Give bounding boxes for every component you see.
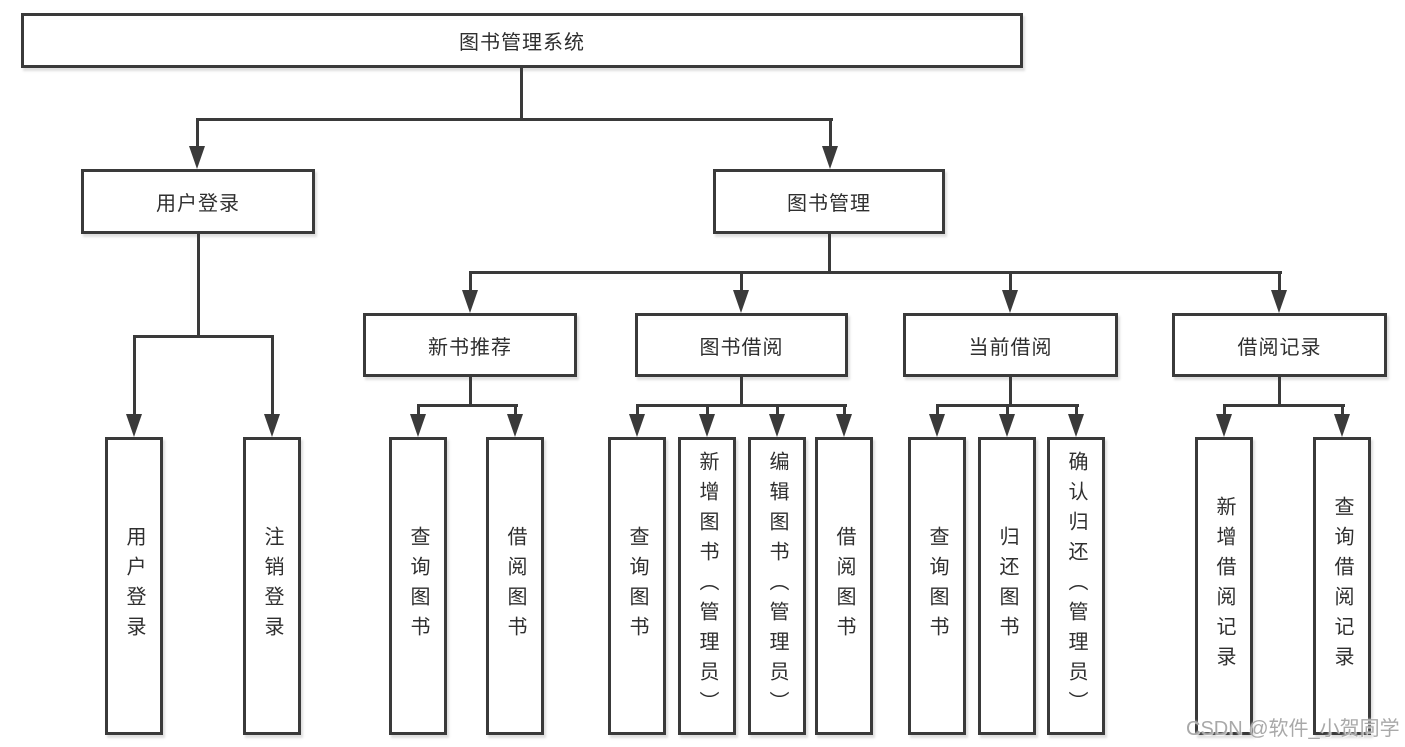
arrowhead-leaf-logout <box>264 414 280 437</box>
connector-book-mgmt-stem <box>828 233 831 273</box>
arrowhead-borrowing-records <box>1271 290 1287 313</box>
arrowhead-add-borrow-record <box>1216 414 1232 437</box>
arrowhead-current-borrowing <box>1002 290 1018 313</box>
connector-arm-user-login <box>196 118 199 149</box>
connector-arm-query-borrow-record <box>1341 404 1344 417</box>
leaf-add-borrow-record-label: 新增借阅记录 <box>1213 496 1235 676</box>
arrowhead-book-management <box>822 146 838 169</box>
leaf-query-books-recommend: 查询图书 <box>389 437 447 735</box>
branch-book-management: 图书管理 <box>713 169 945 234</box>
leaf-return-books: 归还图书 <box>978 437 1036 735</box>
arrowhead-query-borrow-record <box>1334 414 1350 437</box>
arrowhead-borrow-books-recommend <box>507 414 523 437</box>
connector-records-stem <box>1278 377 1281 406</box>
arrowhead-confirm-return-admin <box>1068 414 1084 437</box>
leaf-query-borrow-record-label: 查询借阅记录 <box>1331 496 1353 676</box>
connector-arm-book-management <box>829 118 832 149</box>
connector-recommend-stem <box>469 377 472 406</box>
connector-records-hline <box>1223 404 1345 407</box>
connector-arm-query-books-recommend <box>417 404 420 417</box>
arrowhead-user-login <box>189 146 205 169</box>
leaf-borrow-books-recommend-label: 借阅图书 <box>504 526 526 646</box>
branch-new-book-recommend: 新书推荐 <box>363 313 577 377</box>
leaf-logout-label: 注销登录 <box>261 526 283 646</box>
leaf-user-login: 用户登录 <box>105 437 163 735</box>
connector-book-mgmt-hline <box>469 271 1282 274</box>
connector-arm-query-books-borrowing <box>636 404 639 417</box>
leaf-query-books-current-label: 查询图书 <box>926 526 948 646</box>
branch-borrowing-records: 借阅记录 <box>1172 313 1387 377</box>
leaf-query-books-borrowing-label: 查询图书 <box>626 526 648 646</box>
node-root-label: 图书管理系统 <box>459 32 585 54</box>
connector-borrowing-hline <box>636 404 847 407</box>
leaf-borrow-books-borrowing-label: 借阅图书 <box>833 526 855 646</box>
connector-arm-borrow-books-borrowing <box>843 404 846 417</box>
arrowhead-query-books-current <box>929 414 945 437</box>
connector-recommend-hline <box>417 404 518 407</box>
connector-arm-borrow-books-recommend <box>514 404 517 417</box>
leaf-query-borrow-record: 查询借阅记录 <box>1313 437 1371 735</box>
connector-arm-current-borrowing <box>1009 271 1012 292</box>
branch-book-borrowing-label: 图书借阅 <box>699 336 784 359</box>
leaf-query-books-borrowing: 查询图书 <box>608 437 666 735</box>
connector-arm-borrowing-records <box>1278 271 1281 292</box>
connector-arm-leaf-logout <box>271 335 274 415</box>
branch-user-login-label: 用户登录 <box>156 193 240 215</box>
leaf-query-books-current: 查询图书 <box>908 437 966 735</box>
leaf-confirm-return-admin: 确认归还（管理员） <box>1047 437 1105 735</box>
connector-arm-add-borrow-record <box>1223 404 1226 417</box>
connector-arm-new-book-recommend <box>469 271 472 292</box>
arrowhead-query-books-borrowing <box>629 414 645 437</box>
arrowhead-query-books-recommend <box>410 414 426 437</box>
leaf-edit-books-admin: 编辑图书（管理员） <box>748 437 806 735</box>
leaf-edit-books-admin-label: 编辑图书（管理员） <box>766 451 788 721</box>
arrowhead-book-borrowing <box>733 290 749 313</box>
branch-current-borrowing-label: 当前借阅 <box>968 336 1053 359</box>
connector-user-login-hline <box>133 335 274 338</box>
branch-current-borrowing: 当前借阅 <box>903 313 1118 377</box>
branch-new-book-recommend-label: 新书推荐 <box>428 336 512 359</box>
arrowhead-add-books-admin <box>699 414 715 437</box>
leaf-logout: 注销登录 <box>243 437 301 735</box>
csdn-watermark: CSDN @软件_小贺同学 <box>1186 718 1400 740</box>
branch-book-management-label: 图书管理 <box>787 193 871 215</box>
connector-user-login-stem <box>197 232 200 337</box>
leaf-borrow-books-recommend: 借阅图书 <box>486 437 544 735</box>
leaf-user-login-label: 用户登录 <box>123 526 145 646</box>
connector-arm-edit-books-admin <box>776 404 779 417</box>
arrowhead-edit-books-admin <box>769 414 785 437</box>
connector-arm-add-books-admin <box>706 404 709 417</box>
leaf-add-books-admin-label: 新增图书（管理员） <box>696 451 718 721</box>
connector-arm-leaf-user-login <box>133 335 136 415</box>
leaf-borrow-books-borrowing: 借阅图书 <box>815 437 873 735</box>
connector-arm-return-books <box>1006 404 1009 417</box>
connector-root-stem <box>520 66 523 120</box>
arrowhead-new-book-recommend <box>462 290 478 313</box>
branch-book-borrowing: 图书借阅 <box>635 313 848 377</box>
arrowhead-leaf-user-login <box>126 414 142 437</box>
connector-borrowing-stem <box>740 377 743 406</box>
node-root: 图书管理系统 <box>21 13 1023 68</box>
leaf-add-borrow-record: 新增借阅记录 <box>1195 437 1253 735</box>
connector-arm-confirm-return-admin <box>1075 404 1078 417</box>
branch-borrowing-records-label: 借阅记录 <box>1237 336 1322 359</box>
leaf-add-books-admin: 新增图书（管理员） <box>678 437 736 735</box>
leaf-confirm-return-admin-label: 确认归还（管理员） <box>1065 451 1087 721</box>
connector-arm-query-books-current <box>936 404 939 417</box>
leaf-query-books-recommend-label: 查询图书 <box>407 526 429 646</box>
connector-arm-book-borrowing <box>740 271 743 292</box>
leaf-return-books-label: 归还图书 <box>996 526 1018 646</box>
connector-current-stem <box>1009 377 1012 406</box>
arrowhead-borrow-books-borrowing <box>836 414 852 437</box>
connector-root-hline <box>196 118 833 121</box>
branch-user-login: 用户登录 <box>81 169 315 234</box>
arrowhead-return-books <box>999 414 1015 437</box>
